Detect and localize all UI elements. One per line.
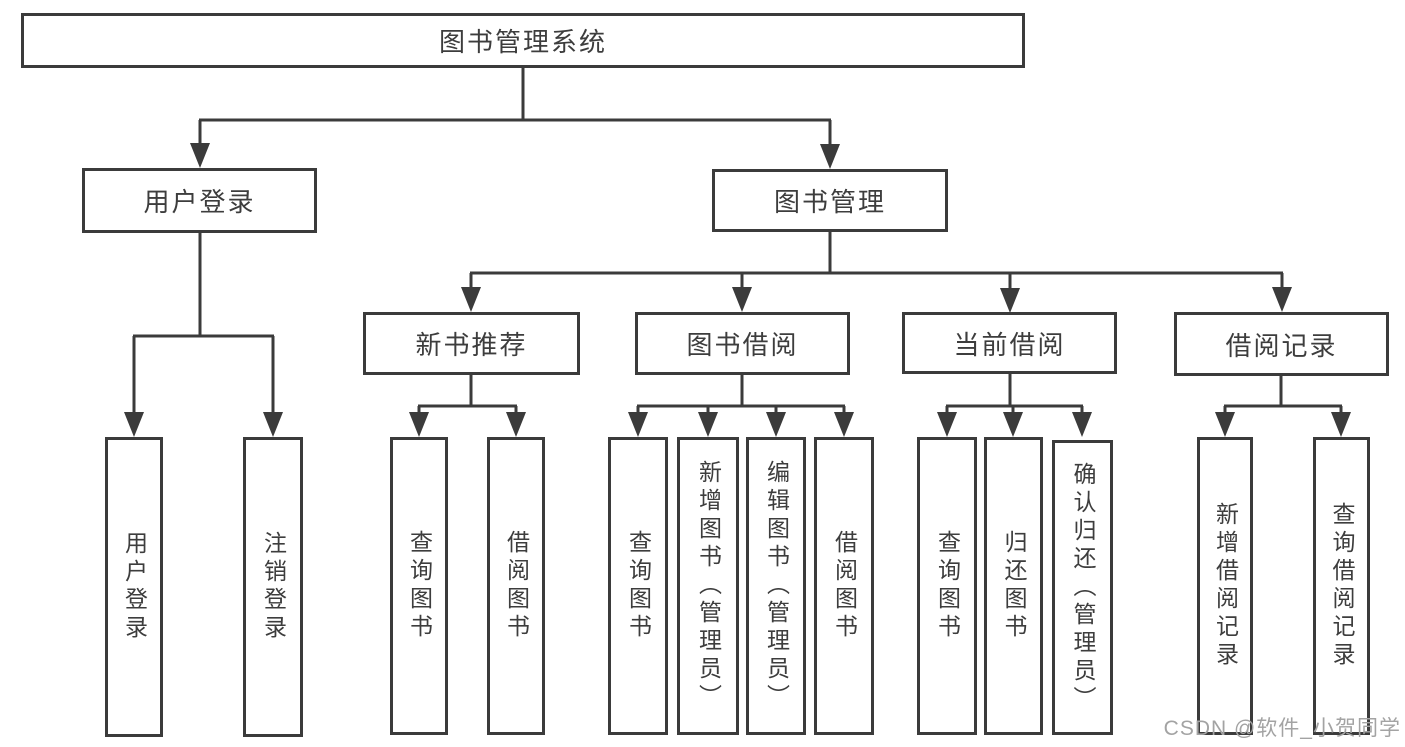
node-borrowing-records: 借阅记录 [1174,312,1389,376]
node-current-borrowing: 当前借阅 [902,312,1117,374]
node-records-query-record: 查询借阅记录 [1313,437,1370,735]
node-rec-query-books: 查询图书 [390,437,448,735]
node-current-confirm-return-admin: 确认归还（管理员） [1052,440,1113,735]
node-user-login-branch: 用户登录 [82,168,317,233]
node-library-system: 图书管理系统 [21,13,1025,68]
node-logout: 注销登录 [243,437,303,737]
node-user-login: 用户登录 [105,437,163,737]
node-rec-borrow-books: 借阅图书 [487,437,545,735]
node-borrow-edit-books-admin: 编辑图书（管理员） [746,437,806,735]
node-new-book-recommend: 新书推荐 [363,312,580,375]
node-borrow-borrow-books: 借阅图书 [814,437,874,735]
node-borrow-add-books-admin: 新增图书（管理员） [677,437,739,735]
node-book-borrowing: 图书借阅 [635,312,850,375]
node-book-management: 图书管理 [712,169,948,232]
node-borrow-query-books: 查询图书 [608,437,668,735]
node-current-query-books: 查询图书 [917,437,977,735]
node-records-add-record: 新增借阅记录 [1197,437,1253,735]
node-current-return-books: 归还图书 [984,437,1043,735]
watermark: CSDN @软件_小贺同学 [1163,717,1401,740]
